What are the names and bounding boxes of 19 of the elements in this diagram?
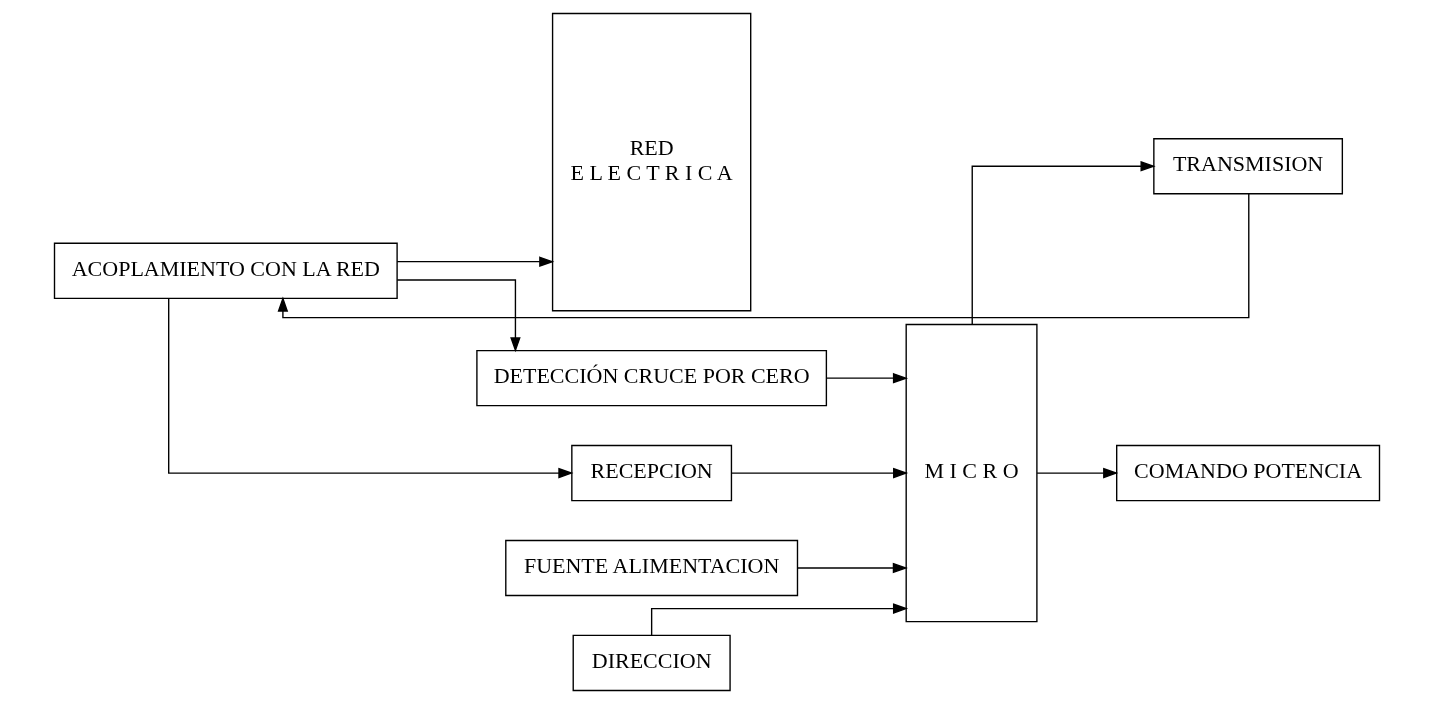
- node-box: FUENTE ALIMENTACION: [504, 539, 798, 597]
- arrow: [825, 372, 908, 384]
- node-box: RECEPCION: [570, 444, 732, 502]
- arrow: [396, 256, 554, 267]
- node-box: M I C R O: [905, 323, 1038, 623]
- arrow: [796, 562, 908, 574]
- node-box: DETECCIÓN CRUCE POR CERO: [475, 349, 827, 407]
- arrow: [650, 603, 908, 636]
- node-box: ACOPLAMIENTO CON LA RED: [53, 242, 398, 300]
- arrow: [1035, 467, 1118, 479]
- arrow: [396, 279, 521, 353]
- node-box: DIRECCION: [572, 634, 731, 692]
- node-box: COMANDO POTENCIA: [1115, 444, 1380, 502]
- node-box: TRANSMISION: [1152, 138, 1343, 195]
- arrow: [277, 193, 1249, 319]
- arrow: [167, 297, 573, 479]
- node-box: RED E L E C T R I C A: [551, 12, 751, 312]
- arrow: [971, 160, 1156, 325]
- arrow: [730, 467, 908, 479]
